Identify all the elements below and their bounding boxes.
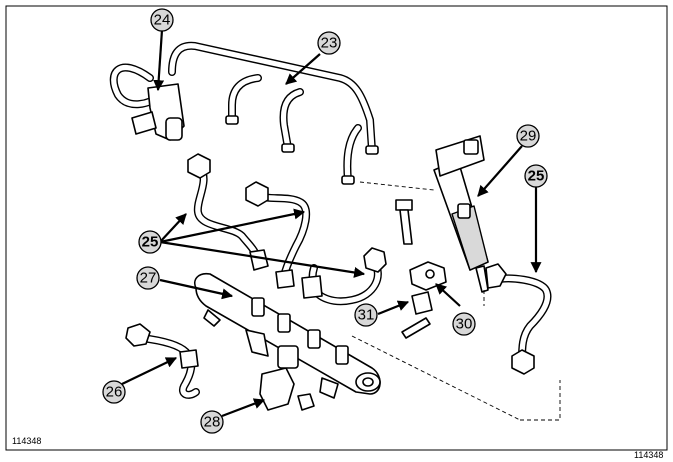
callout-26: 26 xyxy=(102,380,126,404)
figure-frame xyxy=(5,5,668,451)
callout-27-label: 27 xyxy=(140,270,157,287)
callout-28-label: 28 xyxy=(204,414,221,431)
callout-29-label: 29 xyxy=(520,128,537,145)
callout-25-left: 25 xyxy=(138,230,162,254)
callout-23-label: 23 xyxy=(321,35,338,52)
callout-25-left-label: 25 xyxy=(142,234,159,251)
callout-30-label: 30 xyxy=(456,316,473,333)
high-pressure-pipe-3 xyxy=(301,247,387,306)
callout-26-label: 26 xyxy=(106,384,123,401)
high-pressure-pipe-1 xyxy=(187,153,269,271)
fuel-rail xyxy=(194,272,381,399)
callout-28: 28 xyxy=(200,410,224,434)
figure-reference: 114348 xyxy=(12,436,41,446)
injector xyxy=(433,135,489,293)
injector-clamp xyxy=(395,199,447,339)
high-pressure-pipe-5 xyxy=(125,323,200,399)
callout-24: 24 xyxy=(150,8,174,32)
callout-25-right-label: 25 xyxy=(528,168,545,185)
callout-31: 31 xyxy=(354,303,378,327)
callout-27: 27 xyxy=(136,266,160,290)
figure-reference-outside: 114348 xyxy=(634,450,663,460)
return-pipe-connector xyxy=(109,63,185,141)
pressure-sensor xyxy=(259,345,315,411)
callout-24-label: 24 xyxy=(154,12,171,29)
callout-leaders xyxy=(121,29,542,418)
assembly-guide-lines xyxy=(351,181,561,421)
high-pressure-pipe-2 xyxy=(245,181,311,289)
fuel-return-pipe xyxy=(168,41,379,185)
callout-25-right: 25 xyxy=(524,164,548,188)
callout-23: 23 xyxy=(317,31,341,55)
callout-29: 29 xyxy=(516,124,540,148)
callout-30: 30 xyxy=(452,312,476,336)
callout-31-label: 31 xyxy=(358,307,375,324)
high-pressure-pipe-4 xyxy=(485,263,552,375)
